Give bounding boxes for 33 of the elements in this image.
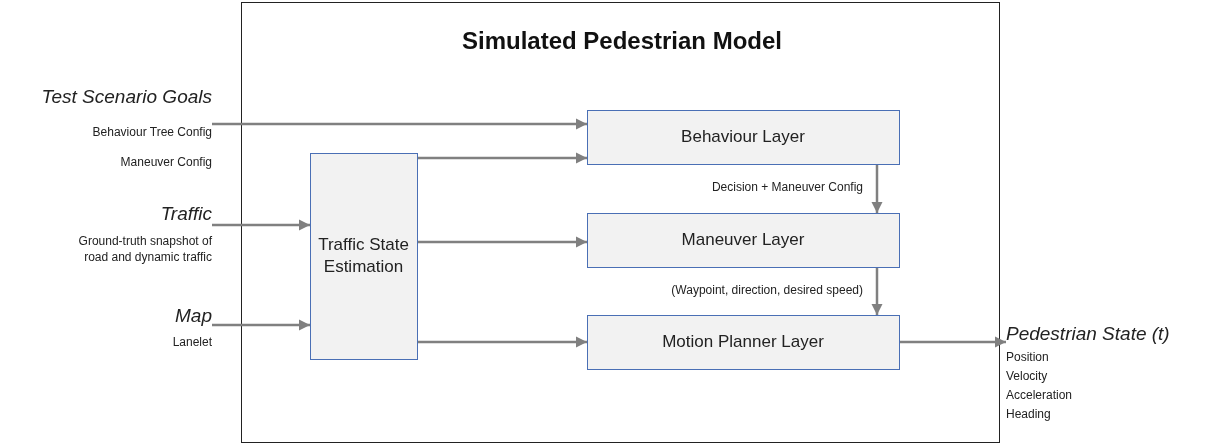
arrow bbox=[418, 336, 587, 348]
arrow bbox=[418, 152, 587, 164]
edge-label: Decision + Maneuver Config bbox=[709, 180, 865, 194]
input-detail: Behaviour Tree Config bbox=[92, 123, 212, 140]
arrow bbox=[212, 118, 587, 130]
arrow bbox=[212, 319, 310, 331]
process-box bbox=[586, 314, 900, 370]
arrow bbox=[871, 165, 883, 213]
edge-label: (Waypoint, direction, desired speed) bbox=[669, 282, 865, 297]
arrow bbox=[212, 219, 310, 231]
input-heading: Map bbox=[175, 305, 212, 328]
input-detail: Maneuver Config bbox=[120, 154, 212, 171]
model-heading: Simulated Pedestrian Model bbox=[460, 27, 784, 55]
input-heading: Pedestrian State (t) bbox=[1006, 323, 1170, 346]
input-detail: Velocity bbox=[1006, 368, 1048, 385]
arrow bbox=[418, 236, 587, 248]
input-heading: Traffic bbox=[160, 203, 212, 226]
box-label: Traffic State Estimation bbox=[317, 233, 410, 278]
box-label: Maneuver Layer bbox=[681, 228, 805, 251]
process-box bbox=[586, 109, 900, 165]
process-box bbox=[586, 212, 900, 268]
arrow bbox=[871, 268, 883, 315]
arrow bbox=[900, 336, 1006, 348]
input-detail: Heading bbox=[1006, 406, 1051, 423]
input-detail: Lanelet bbox=[172, 333, 212, 350]
box-label: Motion Planner Layer bbox=[662, 330, 824, 353]
box-label: Behaviour Layer bbox=[681, 125, 805, 148]
input-detail: Position bbox=[1006, 348, 1049, 365]
process-box bbox=[309, 152, 418, 360]
input-detail: Ground-truth snapshot of road and dynamic traffic bbox=[77, 232, 212, 266]
input-heading: Test Scenario Goals bbox=[41, 86, 212, 109]
input-detail: Acceleration bbox=[1006, 387, 1073, 404]
model-frame bbox=[241, 2, 1000, 443]
